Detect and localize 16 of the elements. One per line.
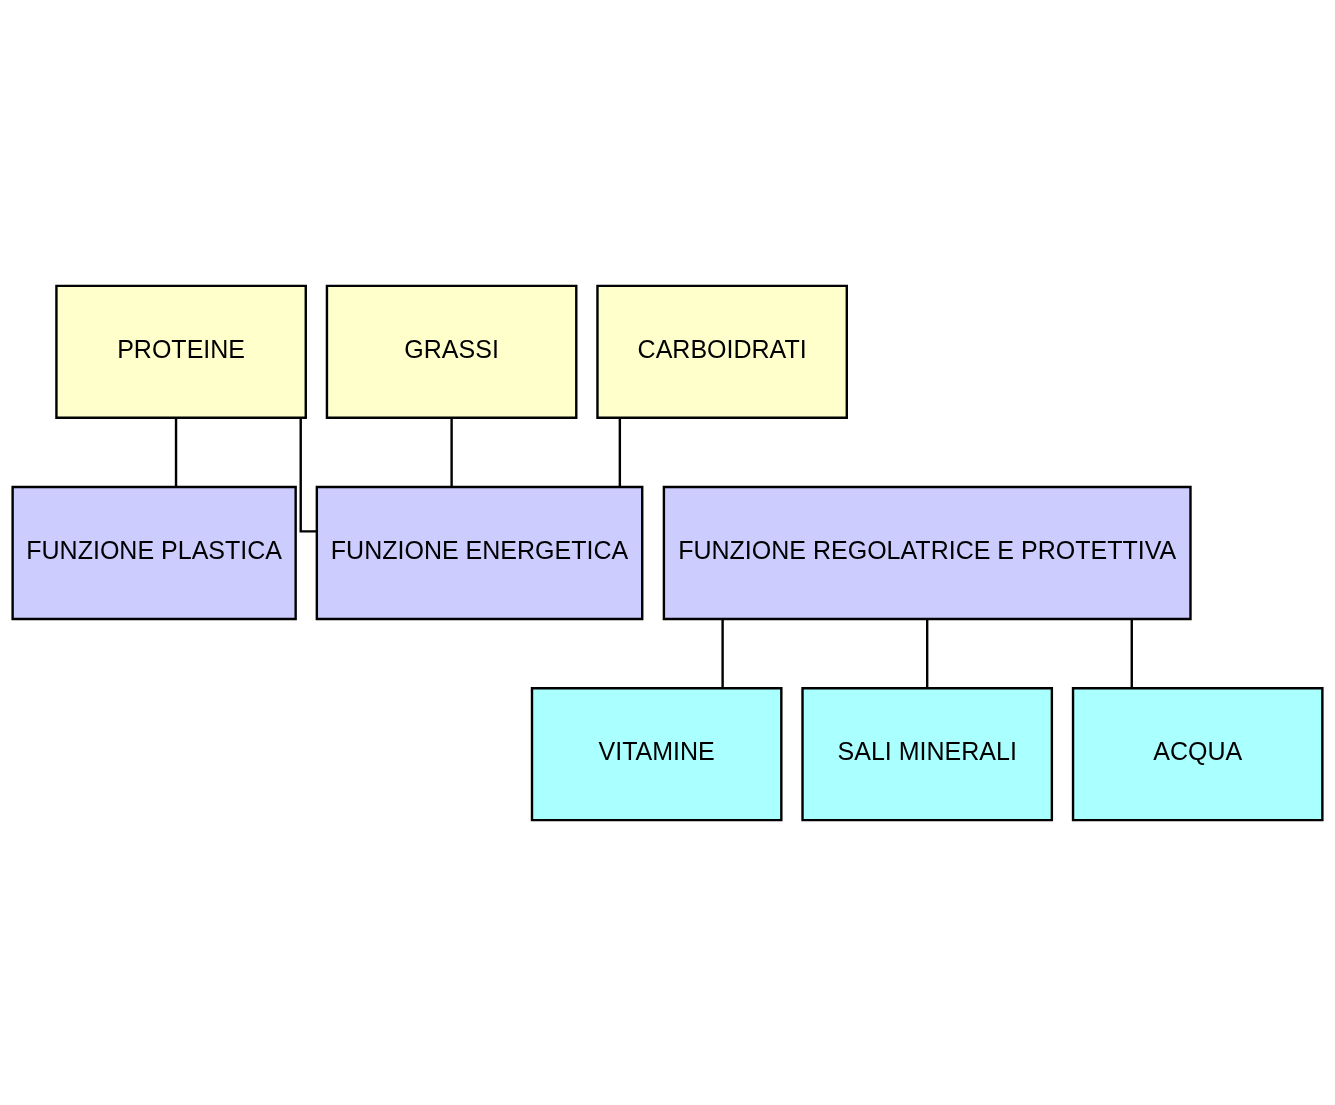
node-box: SALI MINERALI <box>801 686 1054 821</box>
node-box: FUNZIONE REGOLATRICE E PROTETTIVA <box>662 485 1192 620</box>
node-box: ACQUA <box>1071 686 1324 821</box>
node-box: FUNZIONE PLASTICA <box>11 485 297 620</box>
connector <box>174 417 178 487</box>
node-box: VITAMINE <box>530 686 783 821</box>
connector <box>1130 618 1133 688</box>
node-box: GRASSI <box>325 284 578 419</box>
connector <box>721 618 724 688</box>
connector <box>618 417 622 487</box>
node-box: PROTEINE <box>55 284 307 419</box>
connector <box>299 417 317 533</box>
connector <box>926 618 929 688</box>
connector <box>450 417 453 487</box>
node-box: FUNZIONE ENERGETICA <box>315 485 644 620</box>
node-box: CARBOIDRATI <box>596 284 848 419</box>
